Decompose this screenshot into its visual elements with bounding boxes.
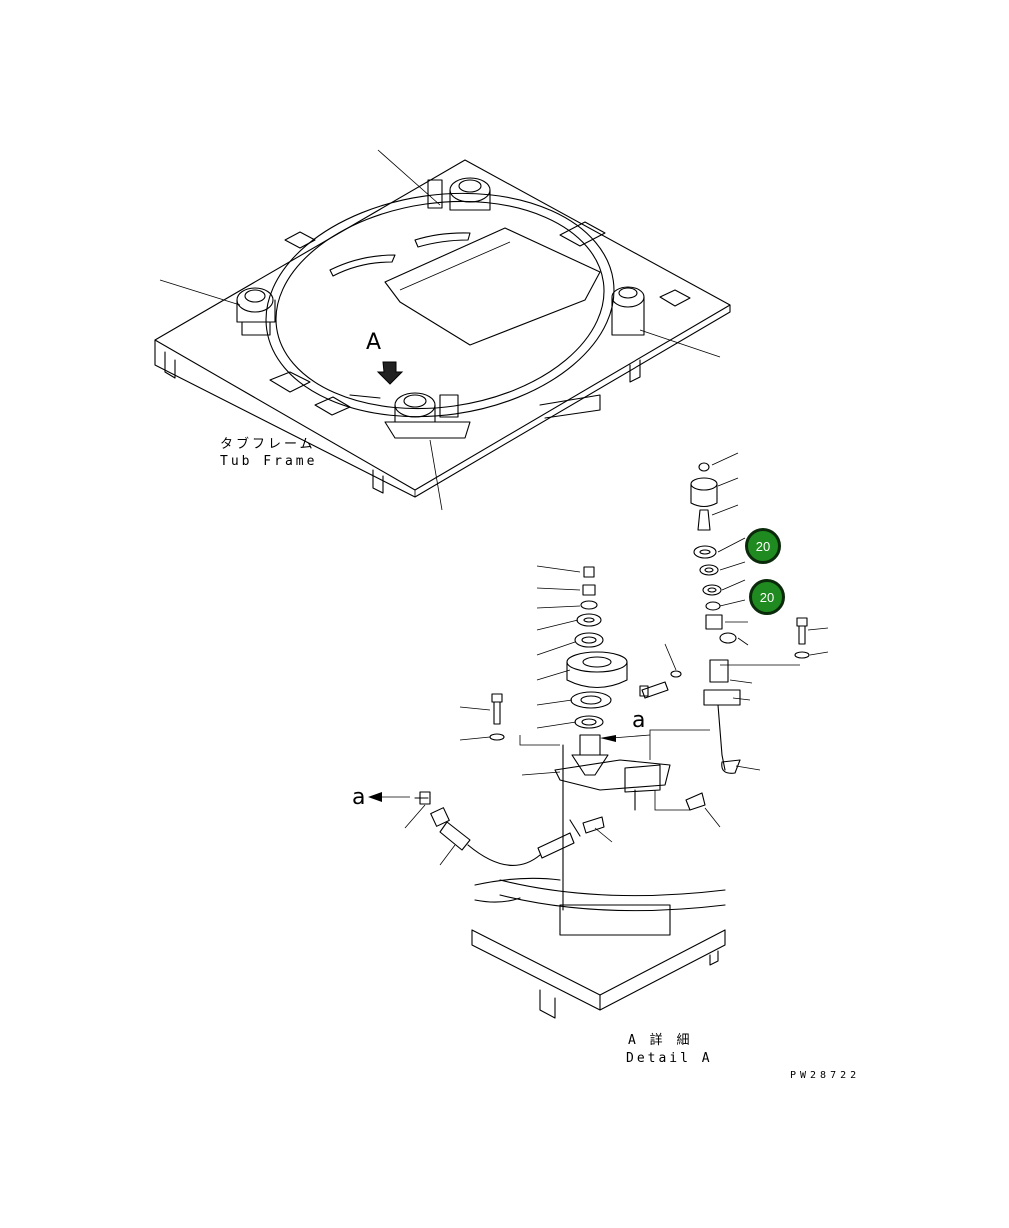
- tub-frame-label-en: Tub Frame: [220, 454, 318, 469]
- tub-frame-label-jp: タブフレーム: [220, 437, 316, 452]
- view-marker-a: A: [366, 330, 382, 355]
- part-callout-20-upper[interactable]: 20: [745, 528, 781, 564]
- detail-label-en: Detail A: [626, 1051, 713, 1066]
- drawing-number: PW28722: [790, 1070, 861, 1081]
- connector-marker-left: a: [352, 785, 366, 810]
- connector-marker-upper: a: [632, 708, 646, 733]
- detail-a-drawing: [368, 452, 829, 1019]
- detail-label-jp: A 詳 細: [628, 1033, 693, 1048]
- part-callout-20-lower[interactable]: 20: [749, 579, 785, 615]
- tub-frame-drawing: [154, 149, 731, 511]
